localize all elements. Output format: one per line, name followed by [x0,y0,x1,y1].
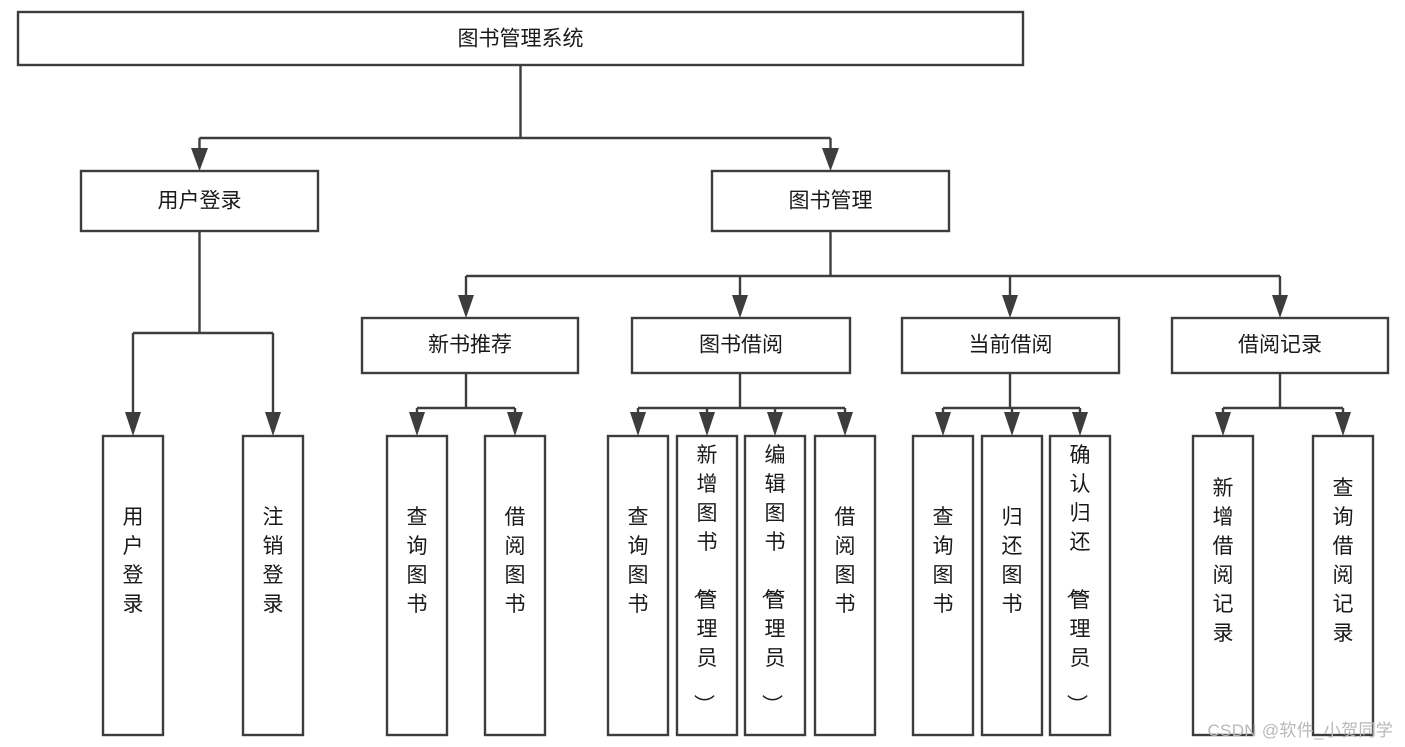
arrowhead-leaf-user-login [125,412,141,436]
node-book-borrow[interactable]: 图书借阅 [630,316,852,375]
node-leaf-query-book-3-box[interactable] [911,434,975,737]
node-leaf-borrow-book-2[interactable]: 借阅图书 [813,434,877,737]
node-book-borrow-label: 图书借阅 [699,334,783,357]
node-borrow-record[interactable]: 借阅记录 [1170,316,1390,375]
node-borrow-record-label: 借阅记录 [1238,334,1322,357]
node-leaf-query-book-2[interactable]: 查询图书 [606,434,670,737]
node-user-login-box[interactable] [79,169,320,233]
node-leaf-return-book-box[interactable] [980,434,1044,737]
node-current-borrow-box[interactable] [900,316,1121,375]
node-leaf-add-book[interactable]: 新增图书（管理员） [675,434,739,737]
node-root[interactable]: 图书管理系统 [16,10,1025,67]
node-leaf-add-book-box[interactable] [675,434,739,737]
node-book-borrow-box[interactable] [630,316,852,375]
node-book-manage-box[interactable] [710,169,951,233]
arrowhead-leaf-query-book-2 [630,412,646,436]
node-leaf-borrow-book-2-label: 借阅图书 [835,506,856,616]
node-leaf-query-book-3[interactable]: 查询图书 [911,434,975,737]
arrowhead-leaf-edit-book [767,412,783,436]
arrowhead-leaf-query-book-1 [409,412,425,436]
node-leaf-query-book-1[interactable]: 查询图书 [385,434,449,737]
node-leaf-add-record-box[interactable] [1191,434,1255,737]
node-leaf-user-login[interactable]: 用户登录 [101,434,165,737]
node-leaf-borrow-book-1-box[interactable] [483,434,547,737]
node-leaf-user-login-box[interactable] [101,434,165,737]
arrowhead-leaf-add-book [699,412,715,436]
node-leaf-query-book-2-box[interactable] [606,434,670,737]
arrowhead-leaf-logout [265,412,281,436]
arrowhead-leaf-query-book-3 [935,412,951,436]
node-new-book-recommend[interactable]: 新书推荐 [360,316,580,375]
node-book-manage[interactable]: 图书管理 [710,169,951,233]
csdn-watermark: CSDN @软件_小贺同学 [1207,721,1393,740]
arrowhead-book-manage [822,148,839,171]
node-leaf-edit-book[interactable]: 编辑图书（管理员） [743,434,807,737]
node-leaf-query-record-box[interactable] [1311,434,1375,737]
node-root-box[interactable] [16,10,1025,67]
arrowhead-leaf-return-book [1004,412,1020,436]
node-root-label: 图书管理系统 [458,28,584,51]
arrowhead-leaf-confirm-return [1072,412,1088,436]
node-leaf-borrow-book-1[interactable]: 借阅图书 [483,434,547,737]
node-new-book-recommend-box[interactable] [360,316,580,375]
node-leaf-query-record-label: 查询借阅记录 [1333,477,1354,645]
node-leaf-logout-box[interactable] [241,434,305,737]
arrowhead-leaf-add-record [1215,412,1231,436]
node-leaf-user-login-label: 用户登录 [123,506,144,616]
node-leaf-query-book-3-label: 查询图书 [933,506,954,616]
node-leaf-query-book-1-label: 查询图书 [407,506,428,616]
node-user-login-label: 用户登录 [158,190,242,213]
node-leaf-confirm-return-box[interactable] [1048,434,1112,737]
arrowhead-book-borrow [732,295,748,318]
arrowhead-leaf-borrow-book-2 [837,412,853,436]
node-leaf-logout-label: 注销登录 [263,506,284,616]
node-leaf-borrow-book-2-box[interactable] [813,434,877,737]
arrowhead-leaf-query-record [1335,412,1351,436]
arrowhead-new-book-recommend [458,295,474,318]
node-current-borrow[interactable]: 当前借阅 [900,316,1121,375]
arrowhead-current-borrow [1002,295,1018,318]
node-leaf-query-book-1-box[interactable] [385,434,449,737]
node-leaf-edit-book-box[interactable] [743,434,807,737]
node-leaf-confirm-return-label: 确认归还（管理员） [1065,444,1091,715]
node-borrow-record-box[interactable] [1170,316,1390,375]
node-leaf-query-book-2-label: 查询图书 [628,506,649,616]
node-leaf-borrow-book-1-label: 借阅图书 [505,506,526,616]
node-leaf-add-record-label: 新增借阅记录 [1213,477,1234,645]
node-book-manage-label: 图书管理 [789,190,873,213]
connector-layer [125,65,1351,436]
node-leaf-edit-book-label: 编辑图书（管理员） [760,444,786,715]
node-leaf-confirm-return[interactable]: 确认归还（管理员） [1048,434,1112,737]
node-user-login[interactable]: 用户登录 [79,169,320,233]
node-leaf-add-record[interactable]: 新增借阅记录 [1191,434,1255,737]
arrowhead-user-login [191,148,208,171]
node-current-borrow-label: 当前借阅 [969,334,1053,357]
node-leaf-add-book-label: 新增图书（管理员） [692,444,718,715]
node-leaf-return-book-label: 归还图书 [1002,506,1023,616]
arrowhead-leaf-borrow-book-1 [507,412,523,436]
node-leaf-logout[interactable]: 注销登录 [241,434,305,737]
arrowhead-borrow-record [1272,295,1288,318]
node-leaf-return-book[interactable]: 归还图书 [980,434,1044,737]
node-leaf-query-record[interactable]: 查询借阅记录 [1311,434,1375,737]
node-new-book-recommend-label: 新书推荐 [428,334,512,357]
